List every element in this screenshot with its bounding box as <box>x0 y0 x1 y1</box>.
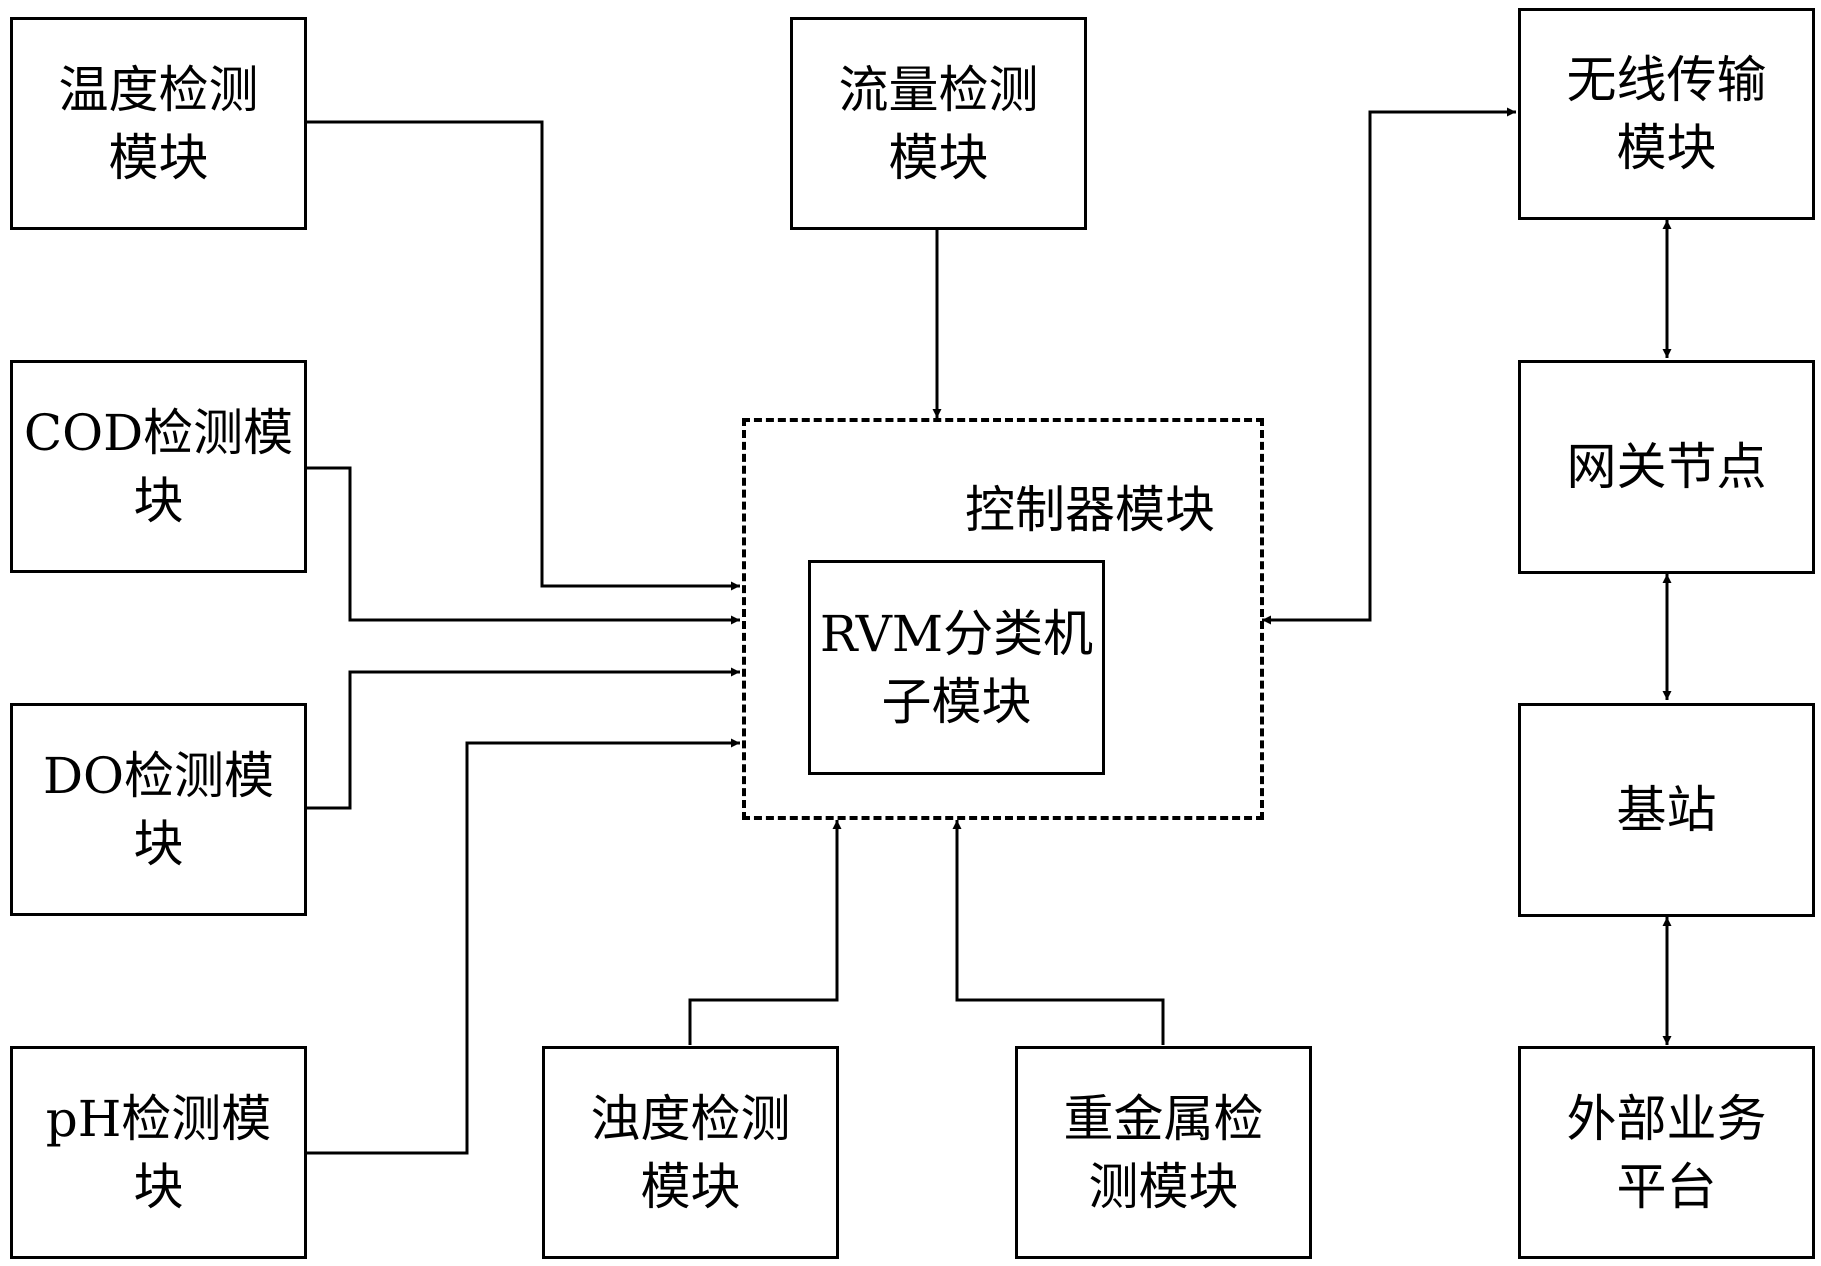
base-station: 基站 <box>1518 703 1815 917</box>
controller-module-label: 控制器模块 <box>965 481 1215 539</box>
arrow-controller-wireless <box>1262 107 1516 625</box>
cod-detection-module: COD检测模 块 <box>10 360 307 573</box>
arrow-turbidity-to-controller <box>688 820 842 1045</box>
external-business-platform: 外部业务 平台 <box>1518 1046 1815 1259</box>
arrow-heavy-metal-to-controller <box>952 820 1165 1045</box>
ph-detection-module: pH检测模 块 <box>10 1046 307 1259</box>
arrow-temperature-to-controller <box>305 120 740 591</box>
gateway-node: 网关节点 <box>1518 360 1815 574</box>
do-detection-module: DO检测模 块 <box>10 703 307 916</box>
turbidity-detection-module: 浊度检测 模块 <box>542 1046 839 1259</box>
arrow-cod-to-controller <box>305 466 740 625</box>
arrow-ph-to-controller <box>305 738 740 1155</box>
rvm-classifier-submodule: RVM分类机 子模块 <box>808 560 1105 775</box>
heavy-metal-detection-module: 重金属检 测模块 <box>1015 1046 1312 1259</box>
temperature-detection-module: 温度检测 模块 <box>10 17 307 230</box>
wireless-transmission-module: 无线传输 模块 <box>1518 8 1815 220</box>
arrow-do-to-controller <box>305 667 740 810</box>
flow-detection-module: 流量检测 模块 <box>790 17 1087 230</box>
controller-module-boundary <box>742 418 1264 820</box>
